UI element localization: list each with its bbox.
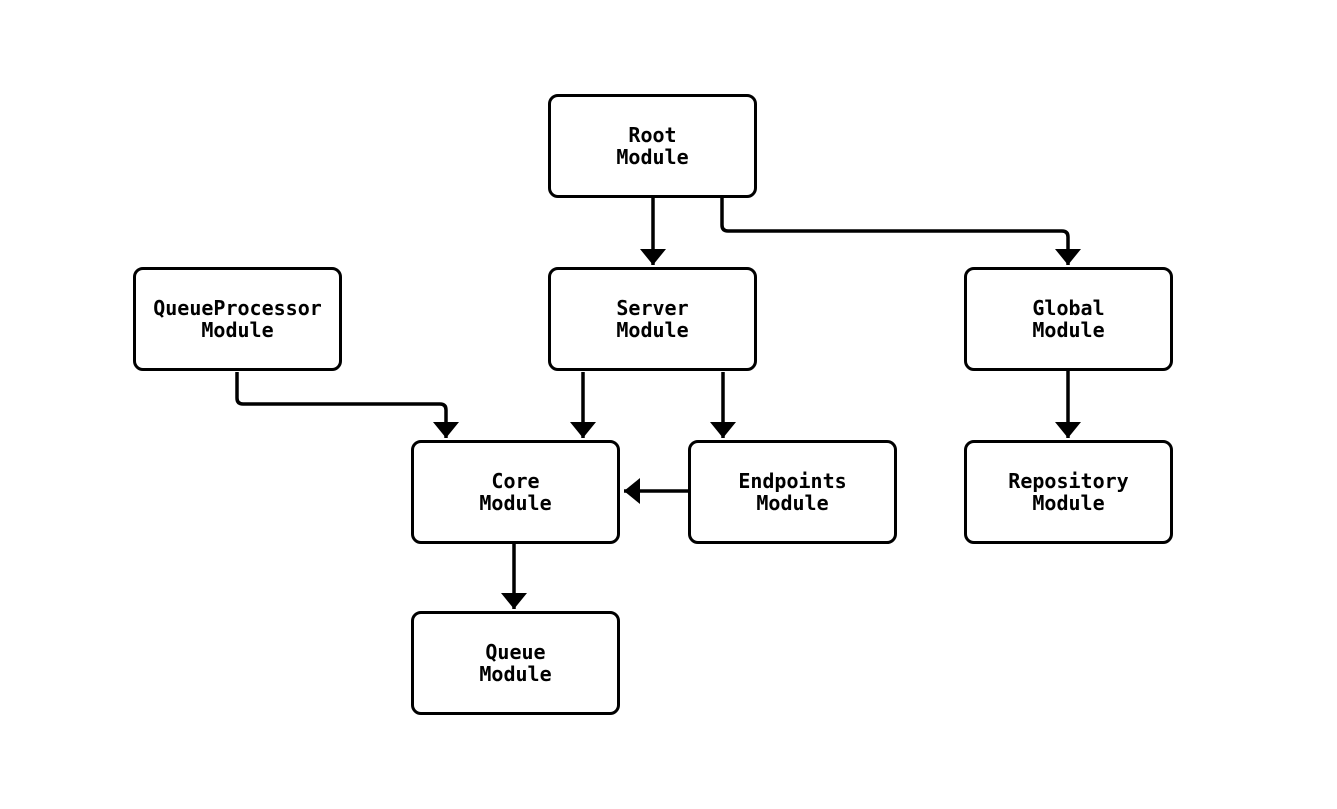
node-core-module-label: Core Module [479, 469, 552, 515]
node-endpoints-module-label: Endpoints Module [738, 469, 847, 515]
edge-root-to-global [720, 198, 1081, 265]
node-queue-module-label: Queue Module [479, 640, 552, 686]
node-server-module-label: Server Module [616, 296, 689, 342]
node-global-module-label: Global Module [1032, 296, 1105, 342]
edge-queueprocessor-to-core [235, 372, 459, 438]
node-global-module: Global Module [964, 267, 1173, 371]
node-server-module: Server Module [548, 267, 757, 371]
node-repository-module: Repository Module [964, 440, 1173, 544]
node-root-module: Root Module [548, 94, 757, 198]
node-queueprocessor-module: QueueProcessor Module [133, 267, 342, 371]
node-queue-module: Queue Module [411, 611, 620, 715]
node-endpoints-module: Endpoints Module [688, 440, 897, 544]
node-core-module: Core Module [411, 440, 620, 544]
node-repository-module-label: Repository Module [1008, 469, 1129, 515]
node-queueprocessor-module-label: QueueProcessor Module [153, 296, 322, 342]
node-root-module-label: Root Module [616, 123, 689, 169]
